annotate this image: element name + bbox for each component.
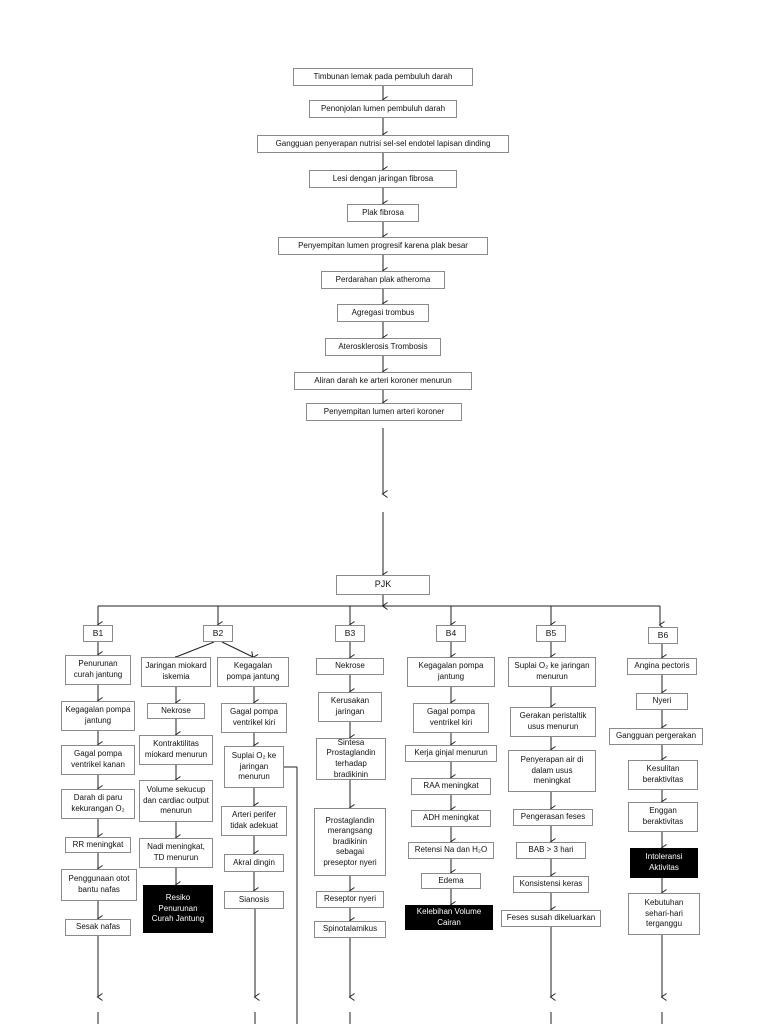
chain-step-7: Perdarahan plak atheroma: [321, 271, 445, 289]
b6-step-7: Kebutuhan sehari-hari terganggu: [628, 893, 700, 935]
flow-arrow: [221, 641, 259, 659]
chain-step-10: Aliran darah ke arteri koroner menurun: [294, 372, 472, 390]
b2-left-step-5: Nadi meningkat, TD menurun: [139, 838, 213, 868]
chain-step-3: Gangguan penyerapan nutrisi sel-sel endo…: [257, 135, 509, 153]
b2-left-step-2: Nekrose: [147, 703, 205, 719]
b2-right-step-4: Arteri perifer tidak adekuat: [221, 806, 287, 836]
chain-step-9: Aterosklerosis Trombosis: [325, 338, 441, 356]
b5-step-7: Feses susah dikeluarkan: [501, 910, 601, 927]
chain-step-5: Plak fibrosa: [347, 204, 419, 222]
chain-step-11: Penyempitan lumen arteri koroner: [306, 403, 462, 421]
b5-step-1: Suplai O₂ ke jaringan menurun: [508, 657, 596, 687]
b2-right-step-5: Akral dingin: [224, 854, 284, 872]
b5-step-3: Penyerapan air di dalam usus meningkat: [508, 750, 596, 792]
b3-step-2: Kerusakan jaringan: [318, 692, 382, 722]
b1-step-7: Sesak nafas: [65, 919, 131, 936]
b6-step-5: Enggan beraktivitas: [628, 802, 698, 832]
b3-step-5: Reseptor nyeri: [316, 891, 384, 908]
b4-step-7: Edema: [421, 873, 481, 889]
b2-diagnosis-box: Resiko Penurunan Curah Jantung: [143, 885, 213, 933]
b3-step-6: Spinotalamikus: [314, 921, 386, 938]
b3-step-3: Sintesa Prostaglandin terhadap bradikini…: [316, 738, 386, 780]
b2-left-step-1: Jaringan miokard iskemia: [141, 657, 211, 687]
b6-diagnosis-box: Intoleransi Aktivitas: [630, 848, 698, 878]
b6-step-1: Angina pectoris: [627, 658, 697, 675]
b4-header: B4: [436, 625, 466, 642]
b6-step-4: Kesulitan beraktivitas: [628, 760, 698, 790]
b4-step-5: ADH meningkat: [411, 810, 491, 827]
chain-step-6: Penyempitan lumen progresif karena plak …: [278, 237, 488, 255]
b2-right-step-3: Suplai O₂ ke jaringan menurun: [224, 746, 284, 788]
b6-step-2: Nyeri: [636, 693, 688, 710]
b2-right-step-2: Gagal pompa ventrikel kiri: [221, 703, 287, 733]
b2-right-step-6: Sianosis: [224, 891, 284, 909]
b4-step-6: Retensi Na dan H₂O: [408, 842, 494, 859]
b3-step-4: Prostaglandin merangsang bradikinin seba…: [314, 808, 386, 876]
b1-header: B1: [83, 625, 113, 642]
b1-step-3: Gagal pompa ventrikel kanan: [61, 745, 135, 775]
b2-right-step-1: Kegagalan pompa jantung: [217, 657, 289, 687]
b5-step-4: Pengerasan feses: [513, 809, 593, 826]
chain-step-2: Penonjolan lumen pembuluh darah: [309, 100, 457, 118]
chain-step-1: Timbunan lemak pada pembuluh darah: [293, 68, 473, 86]
b4-step-4: RAA meningkat: [411, 778, 491, 795]
b4-step-3: Kerja ginjal menurun: [405, 745, 497, 762]
flow-arrow: [173, 641, 215, 663]
pjk-box: PJK: [336, 575, 430, 595]
chain-step-4: Lesi dengan jaringan fibrosa: [309, 170, 457, 188]
b5-step-5: BAB > 3 hari: [516, 842, 586, 859]
b2-left-step-3: Kontraktilitas miokard menurun: [139, 735, 213, 765]
b6-step-3: Gangguan pergerakan: [609, 728, 703, 745]
b1-step-1: Penurunan curah jantung: [65, 655, 131, 685]
b2-left-step-4: Volume sekucup dan cardiac output menuru…: [139, 780, 213, 822]
b5-header: B5: [536, 625, 566, 642]
chain-step-8: Agregasi trombus: [337, 304, 429, 322]
b1-step-5: RR meningkat: [65, 837, 131, 853]
b6-header: B6: [648, 627, 678, 644]
b1-step-6: Penggunaan otot bantu nafas: [61, 869, 137, 901]
b5-step-6: Konsistensi keras: [513, 876, 589, 893]
b4-step-1: Kegagalan pompa jantung: [407, 657, 495, 687]
b5-step-2: Gerakan peristaltik usus menurun: [510, 707, 596, 737]
b4-step-2: Gagal pompa ventrikel kiri: [413, 703, 489, 733]
b3-step-1: Nekrose: [316, 658, 384, 675]
b2-header: B2: [203, 625, 233, 642]
b4-diagnosis-box: Kelebihan Volume Cairan: [405, 905, 493, 930]
b1-step-2: Kegagalan pompa jantung: [61, 701, 135, 731]
b3-header: B3: [335, 625, 365, 642]
b1-step-4: Darah di paru kekurangan O₂: [61, 789, 135, 819]
